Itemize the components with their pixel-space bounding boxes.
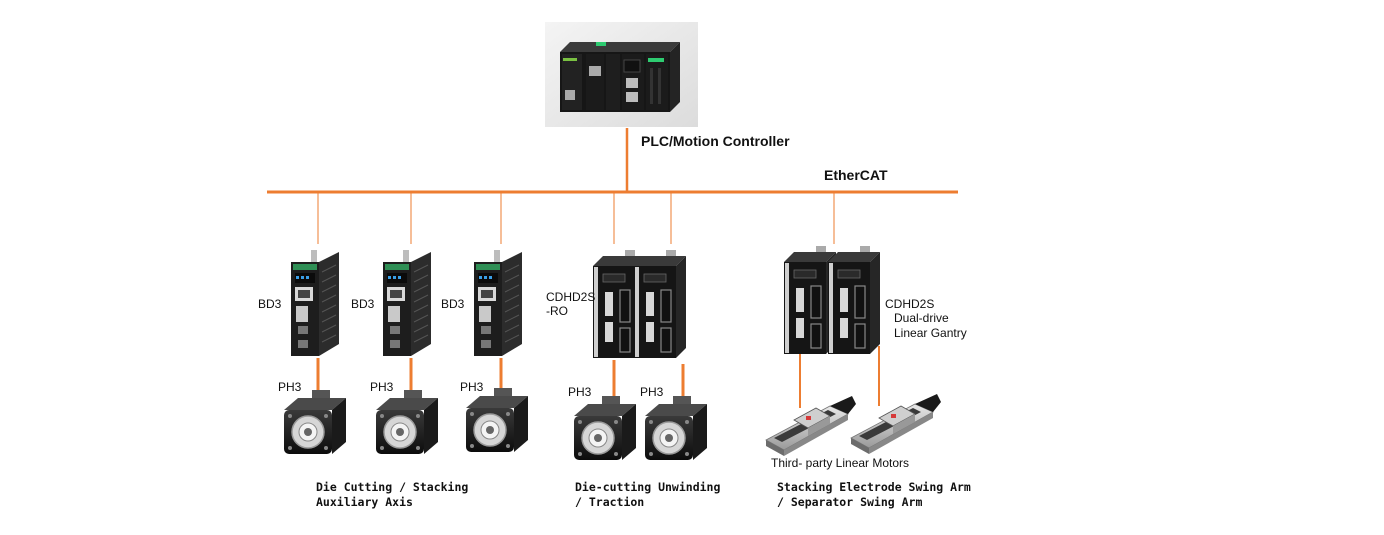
servo-motor-icon <box>465 387 529 453</box>
bd3-label: BD3 <box>258 297 282 311</box>
servo-motor-icon <box>644 395 708 461</box>
ethercat-bus <box>267 128 958 408</box>
ph3-label: PH3 <box>460 380 484 394</box>
cdhd2s-gantry-label-line2: Dual-drive <box>894 311 949 325</box>
servo-drive-bd3-icon <box>473 249 523 357</box>
linear-motor-stage-icon <box>765 395 857 457</box>
group-label-1-line2: Auxiliary Axis <box>316 495 413 509</box>
servo-drive-bd3-icon <box>382 249 432 357</box>
cdhd2s-ro-label-line2: -RO <box>546 304 568 318</box>
cdhd2s-gantry-label-line3: Linear Gantry <box>894 326 967 340</box>
linear-motor-label: Third- party Linear Motors <box>771 456 910 470</box>
servo-drive-cdhd2s-icon <box>827 245 881 355</box>
plc-controller-icon <box>545 22 698 127</box>
group-label-3-line2: / Separator Swing Arm <box>777 495 923 509</box>
group-label-2-line2: / Traction <box>575 495 645 509</box>
ph3-label: PH3 <box>370 380 394 394</box>
servo-motor-icon <box>573 395 637 461</box>
servo-drive-bd3-icon <box>290 249 340 357</box>
bus-label: EtherCAT <box>824 167 888 183</box>
ph3-label: PH3 <box>640 385 664 399</box>
group-label-2-line1: Die-cutting Unwinding <box>575 480 721 494</box>
controller-label: PLC/Motion Controller <box>641 133 790 149</box>
servo-motor-icon <box>283 389 347 455</box>
bd3-label: BD3 <box>441 297 465 311</box>
ph3-label: PH3 <box>278 380 302 394</box>
servo-motor-icon <box>375 389 439 455</box>
cdhd2s-ro-label-line1: CDHD2S <box>546 290 596 304</box>
bd3-label: BD3 <box>351 297 375 311</box>
ph3-label: PH3 <box>568 385 592 399</box>
cdhd2s-gantry-label-line1: CDHD2S <box>885 297 935 311</box>
group-label-1-line1: Die Cutting / Stacking <box>316 480 469 494</box>
linear-motor-stage-icon <box>850 393 942 455</box>
servo-drive-cdhd2s-icon <box>633 249 687 359</box>
group-label-3-line1: Stacking Electrode Swing Arm <box>777 480 971 494</box>
